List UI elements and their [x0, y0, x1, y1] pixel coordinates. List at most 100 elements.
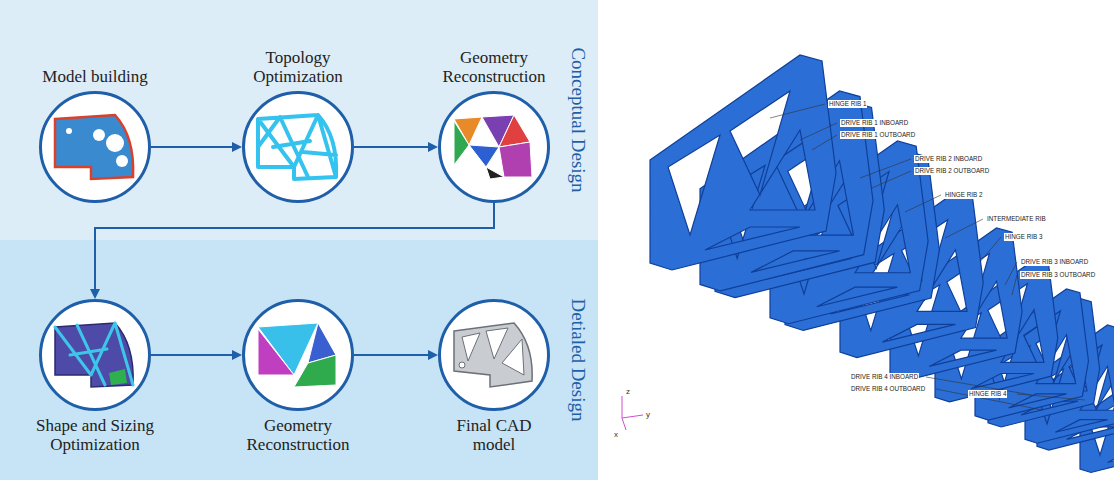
- patch: [454, 121, 469, 165]
- opening: [502, 339, 524, 375]
- axis-z: [622, 396, 623, 418]
- step-circle: Final CAD model: [438, 299, 550, 411]
- stage-title: Detialed Design: [569, 299, 588, 422]
- patch: [109, 369, 127, 385]
- design-stage-band: Conceptual DesignModel buildingTopology …: [0, 0, 598, 240]
- leader-line: [1017, 394, 1085, 400]
- connector-line: [95, 203, 494, 291]
- part-name: DRIVE RIB 2 INBOARD: [914, 155, 983, 163]
- reconstruction-icon: [258, 323, 336, 387]
- step-circle: Model building: [39, 91, 151, 203]
- arrowhead: [90, 289, 100, 299]
- part-name: DRIVE RIB 3 INBOARD: [1020, 258, 1089, 266]
- hole: [66, 128, 72, 134]
- part-name: HINGE RIB 3: [1004, 233, 1043, 241]
- hole: [459, 362, 465, 368]
- truss: [258, 115, 336, 179]
- hole: [106, 134, 124, 152]
- opening: [462, 333, 480, 361]
- leader-line: [860, 159, 911, 178]
- plate: [55, 115, 133, 179]
- step-circle: Shape and Sizing Optimization: [39, 299, 151, 411]
- axis-triad: [622, 396, 643, 430]
- circle-fill: [440, 93, 548, 201]
- patch: [294, 355, 336, 387]
- circle-fill: [244, 93, 352, 201]
- hole: [93, 129, 105, 141]
- arrowhead: [428, 142, 438, 152]
- connector-line: [354, 354, 430, 356]
- part-name: DRIVE RIB 3 OUTBOARD: [1020, 271, 1096, 279]
- circle-fill: [440, 301, 548, 409]
- step-circle: Topology Optimization: [242, 91, 354, 203]
- part-name: DRIVE RIB 1 OUTBOARD: [840, 131, 916, 139]
- opening: [486, 328, 508, 359]
- part-name: DRIVE RIB 2 OUTBOARD: [914, 167, 990, 175]
- part-name: HINGE RIB 4: [968, 390, 1007, 398]
- plate: [454, 323, 532, 387]
- part-name: DRIVE RIB 4 INBOARD: [850, 373, 919, 381]
- leader-lines: [770, 104, 1085, 410]
- axis-x: [622, 418, 626, 430]
- part-name: HINGE RIB 2: [944, 191, 983, 199]
- part-name: INTERMEDIATE RIB: [986, 215, 1047, 223]
- step-label: Geometry Reconstruction: [429, 48, 559, 86]
- leader-line: [770, 104, 825, 118]
- flow-arrow: [354, 142, 438, 152]
- step-label: Geometry Reconstruction: [233, 416, 363, 454]
- patch: [258, 329, 294, 375]
- sizing-icon: [55, 323, 133, 387]
- stage-title: Conceptual Design: [569, 47, 588, 192]
- step-label: Final CAD model: [447, 416, 542, 454]
- patch: [499, 115, 530, 147]
- flow-arrow: [90, 203, 494, 299]
- conceptual-band: [0, 0, 598, 240]
- cad-part-icon: [454, 323, 532, 387]
- connector-line: [151, 354, 234, 356]
- leader-line: [905, 195, 941, 212]
- flow-arrow: [151, 350, 242, 360]
- leader-line: [872, 171, 911, 188]
- plate: [55, 323, 133, 387]
- leader-line: [1012, 275, 1017, 295]
- axis-label: y: [646, 410, 650, 419]
- rib: [650, 55, 836, 270]
- design-stage-band: Detialed DesignShape and Sizing Optimiza…: [0, 240, 598, 480]
- flow-arrow: [151, 142, 242, 152]
- connector-line: [354, 146, 430, 148]
- flow-arrow: [354, 350, 438, 360]
- leader-line: [812, 135, 837, 150]
- fe-model-icon: [55, 115, 133, 179]
- circle-fill: [41, 301, 149, 409]
- part-name: DRIVE RIB 4 OUTBOARD: [850, 385, 926, 393]
- leader-line: [980, 237, 1001, 262]
- part-name: DRIVE RIB 1 INBOARD: [840, 119, 909, 127]
- step-circle: Geometry Reconstruction: [438, 91, 550, 203]
- rib-assembly: [650, 55, 1114, 473]
- axis-y: [622, 415, 643, 418]
- leader-line: [945, 219, 983, 238]
- part-name: HINGE RIB 1: [828, 100, 867, 108]
- circle-fill: [41, 93, 149, 201]
- patch: [499, 142, 532, 177]
- patch: [469, 145, 499, 167]
- step-circle: Geometry Reconstruction: [242, 299, 354, 411]
- arrowhead: [428, 350, 438, 360]
- axis-label: x: [614, 430, 618, 439]
- detailed-band: [0, 240, 598, 480]
- step-label: Topology Optimization: [238, 48, 358, 86]
- step-label: Model building: [15, 67, 175, 86]
- bars: [55, 323, 133, 385]
- hole: [116, 155, 128, 167]
- reconstruction-icon: [454, 115, 532, 179]
- patch: [486, 167, 504, 179]
- topology-icon: [258, 115, 336, 179]
- leader-line: [936, 389, 1042, 410]
- step-label: Shape and Sizing Optimization: [20, 416, 170, 454]
- arrowhead: [232, 350, 242, 360]
- axis-label: z: [626, 387, 630, 396]
